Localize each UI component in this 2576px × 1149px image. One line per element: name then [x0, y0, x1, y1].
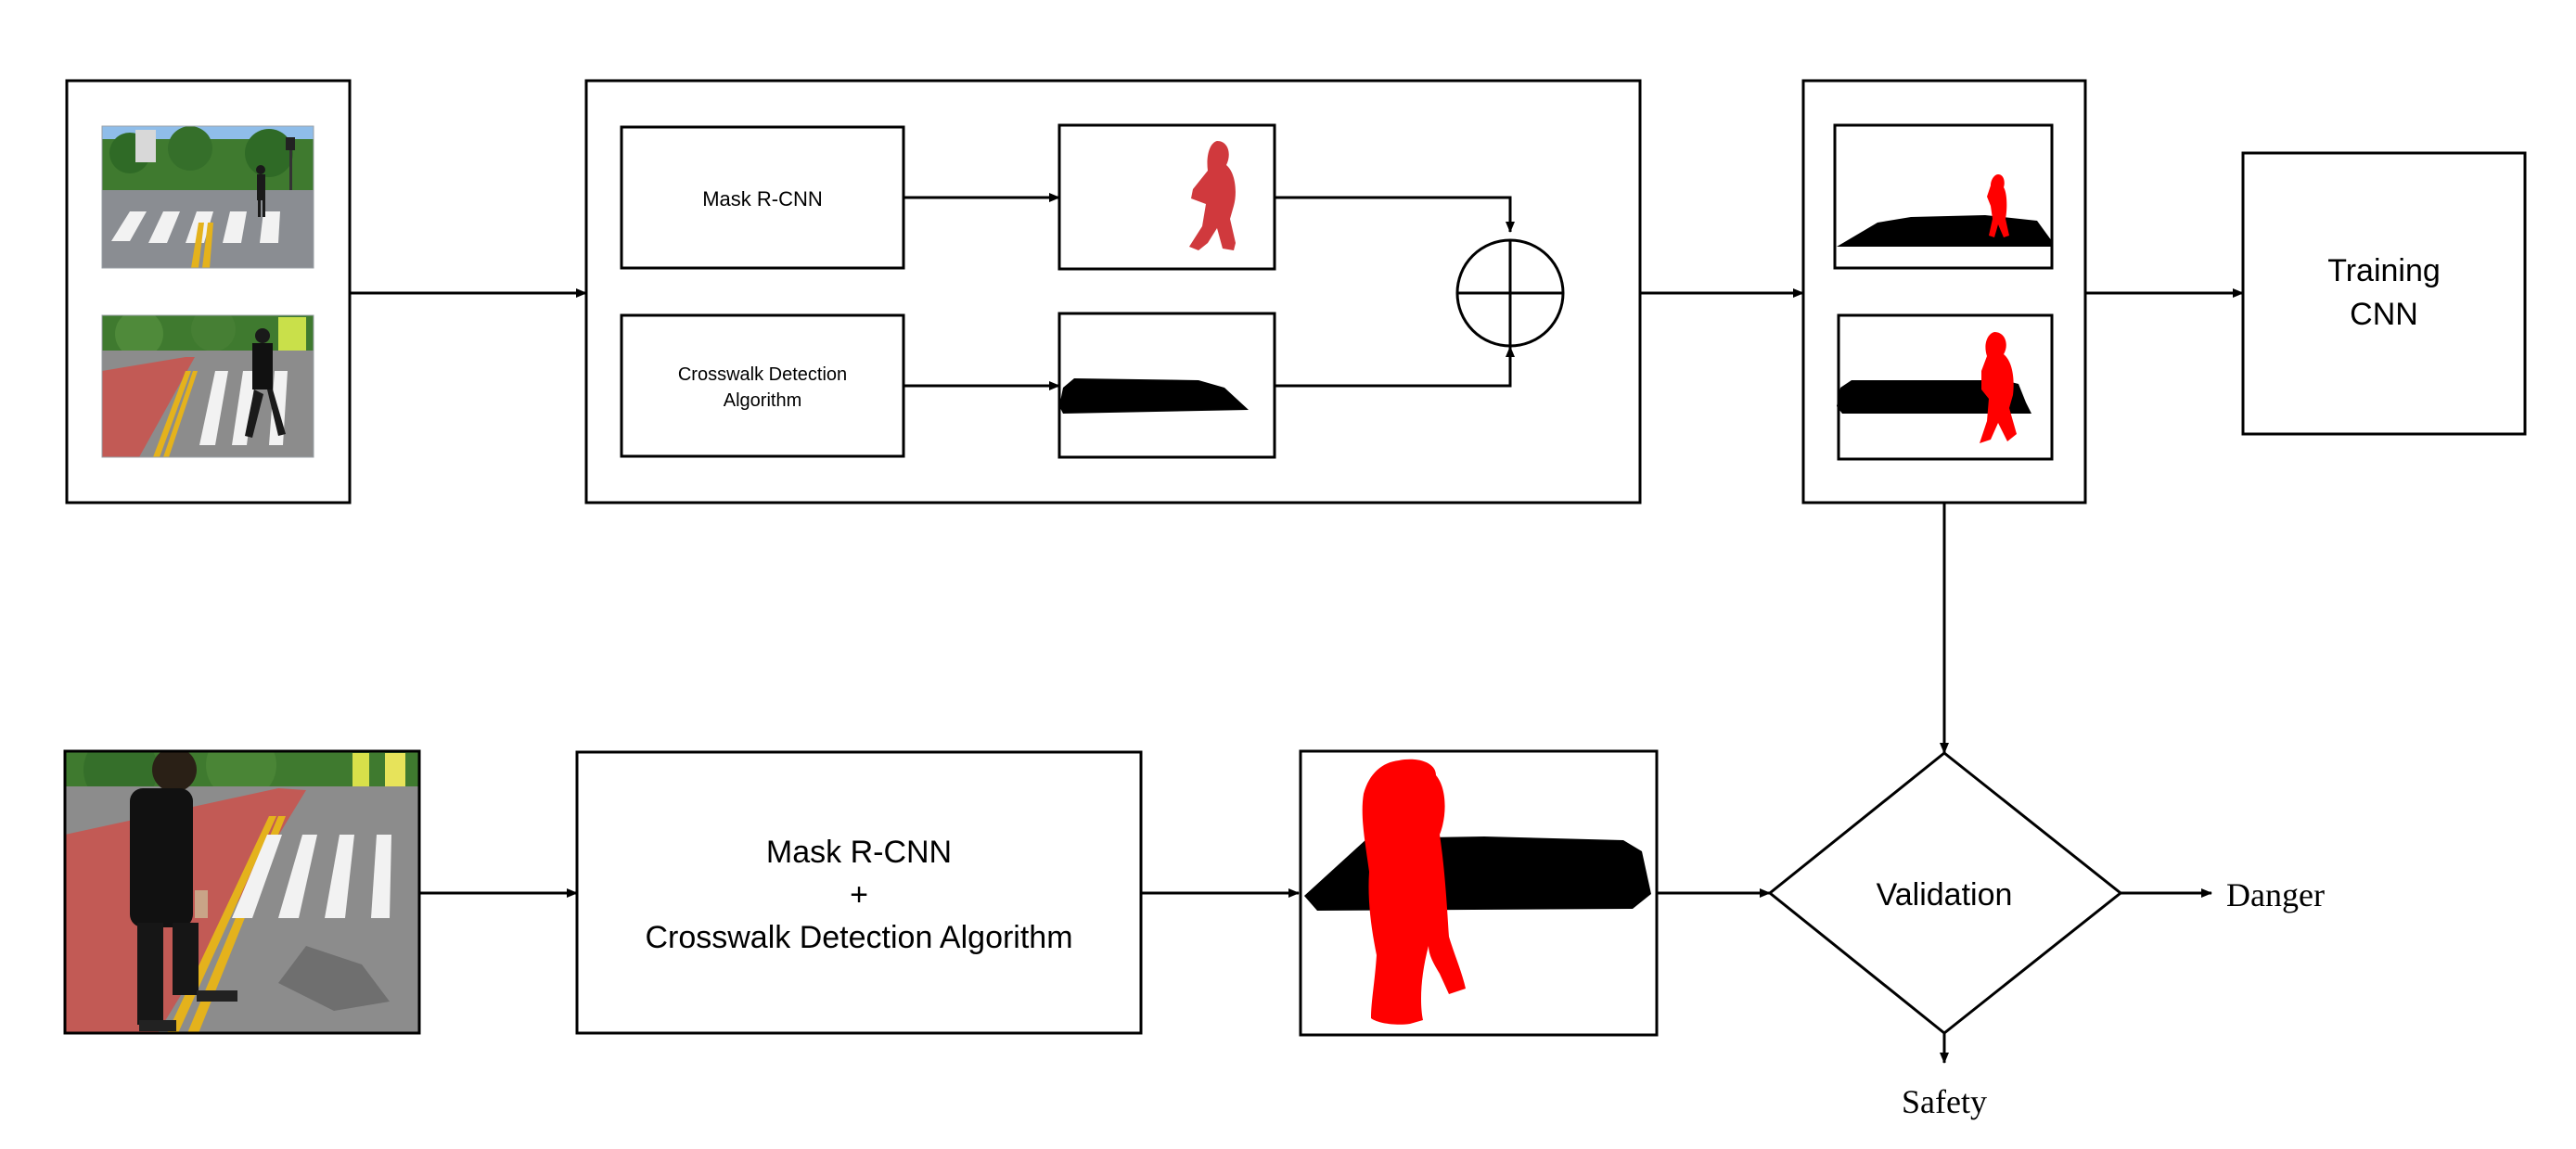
line-pedestrian-to-combiner — [1275, 196, 1515, 233]
input-photo-crosswalk-2 — [102, 315, 314, 457]
training-label-line1: Training — [2327, 253, 2441, 288]
crosswalk-detection-label-line2: Algorithm — [724, 390, 801, 411]
crosswalk-detection-box — [620, 313, 905, 458]
result-crosswalk-mask — [1304, 836, 1651, 911]
pedestrian-mask-box — [1057, 123, 1276, 271]
crosswalk-detection-label-line1: Crosswalk Detection — [678, 364, 847, 385]
stage2-label-line3: Crosswalk Detection Algorithm — [645, 920, 1072, 955]
stage2-label-line2: + — [850, 877, 868, 913]
training-cnn-box — [2241, 151, 2527, 436]
combined-mask-sample-2 — [1837, 313, 2054, 461]
stage2-label-line1: Mask R-CNN — [766, 835, 952, 870]
input-photo-crosswalk-1 — [102, 126, 314, 268]
mask-rcnn-label: Mask R-CNN — [702, 187, 823, 211]
combined-pedestrian-mask-1 — [1987, 174, 2009, 237]
combined-mask-sample-1 — [1833, 123, 2054, 270]
combined-masks-box — [1801, 79, 2087, 504]
combine-plus-icon — [1455, 238, 1565, 348]
training-label-line2: CNN — [2350, 297, 2418, 332]
crosswalk-mask-shape — [1059, 378, 1249, 414]
test-photo — [65, 751, 419, 1033]
pedestrian-mask-shape — [1189, 141, 1236, 250]
validation-label: Validation — [1877, 877, 2013, 913]
combined-pedestrian-mask-2 — [1980, 332, 2017, 443]
result-pedestrian-mask — [1362, 759, 1466, 1025]
line-crosswalk-to-combiner — [1275, 346, 1515, 388]
danger-label: Danger — [2226, 876, 2325, 913]
safety-label: Safety — [1902, 1083, 1987, 1120]
